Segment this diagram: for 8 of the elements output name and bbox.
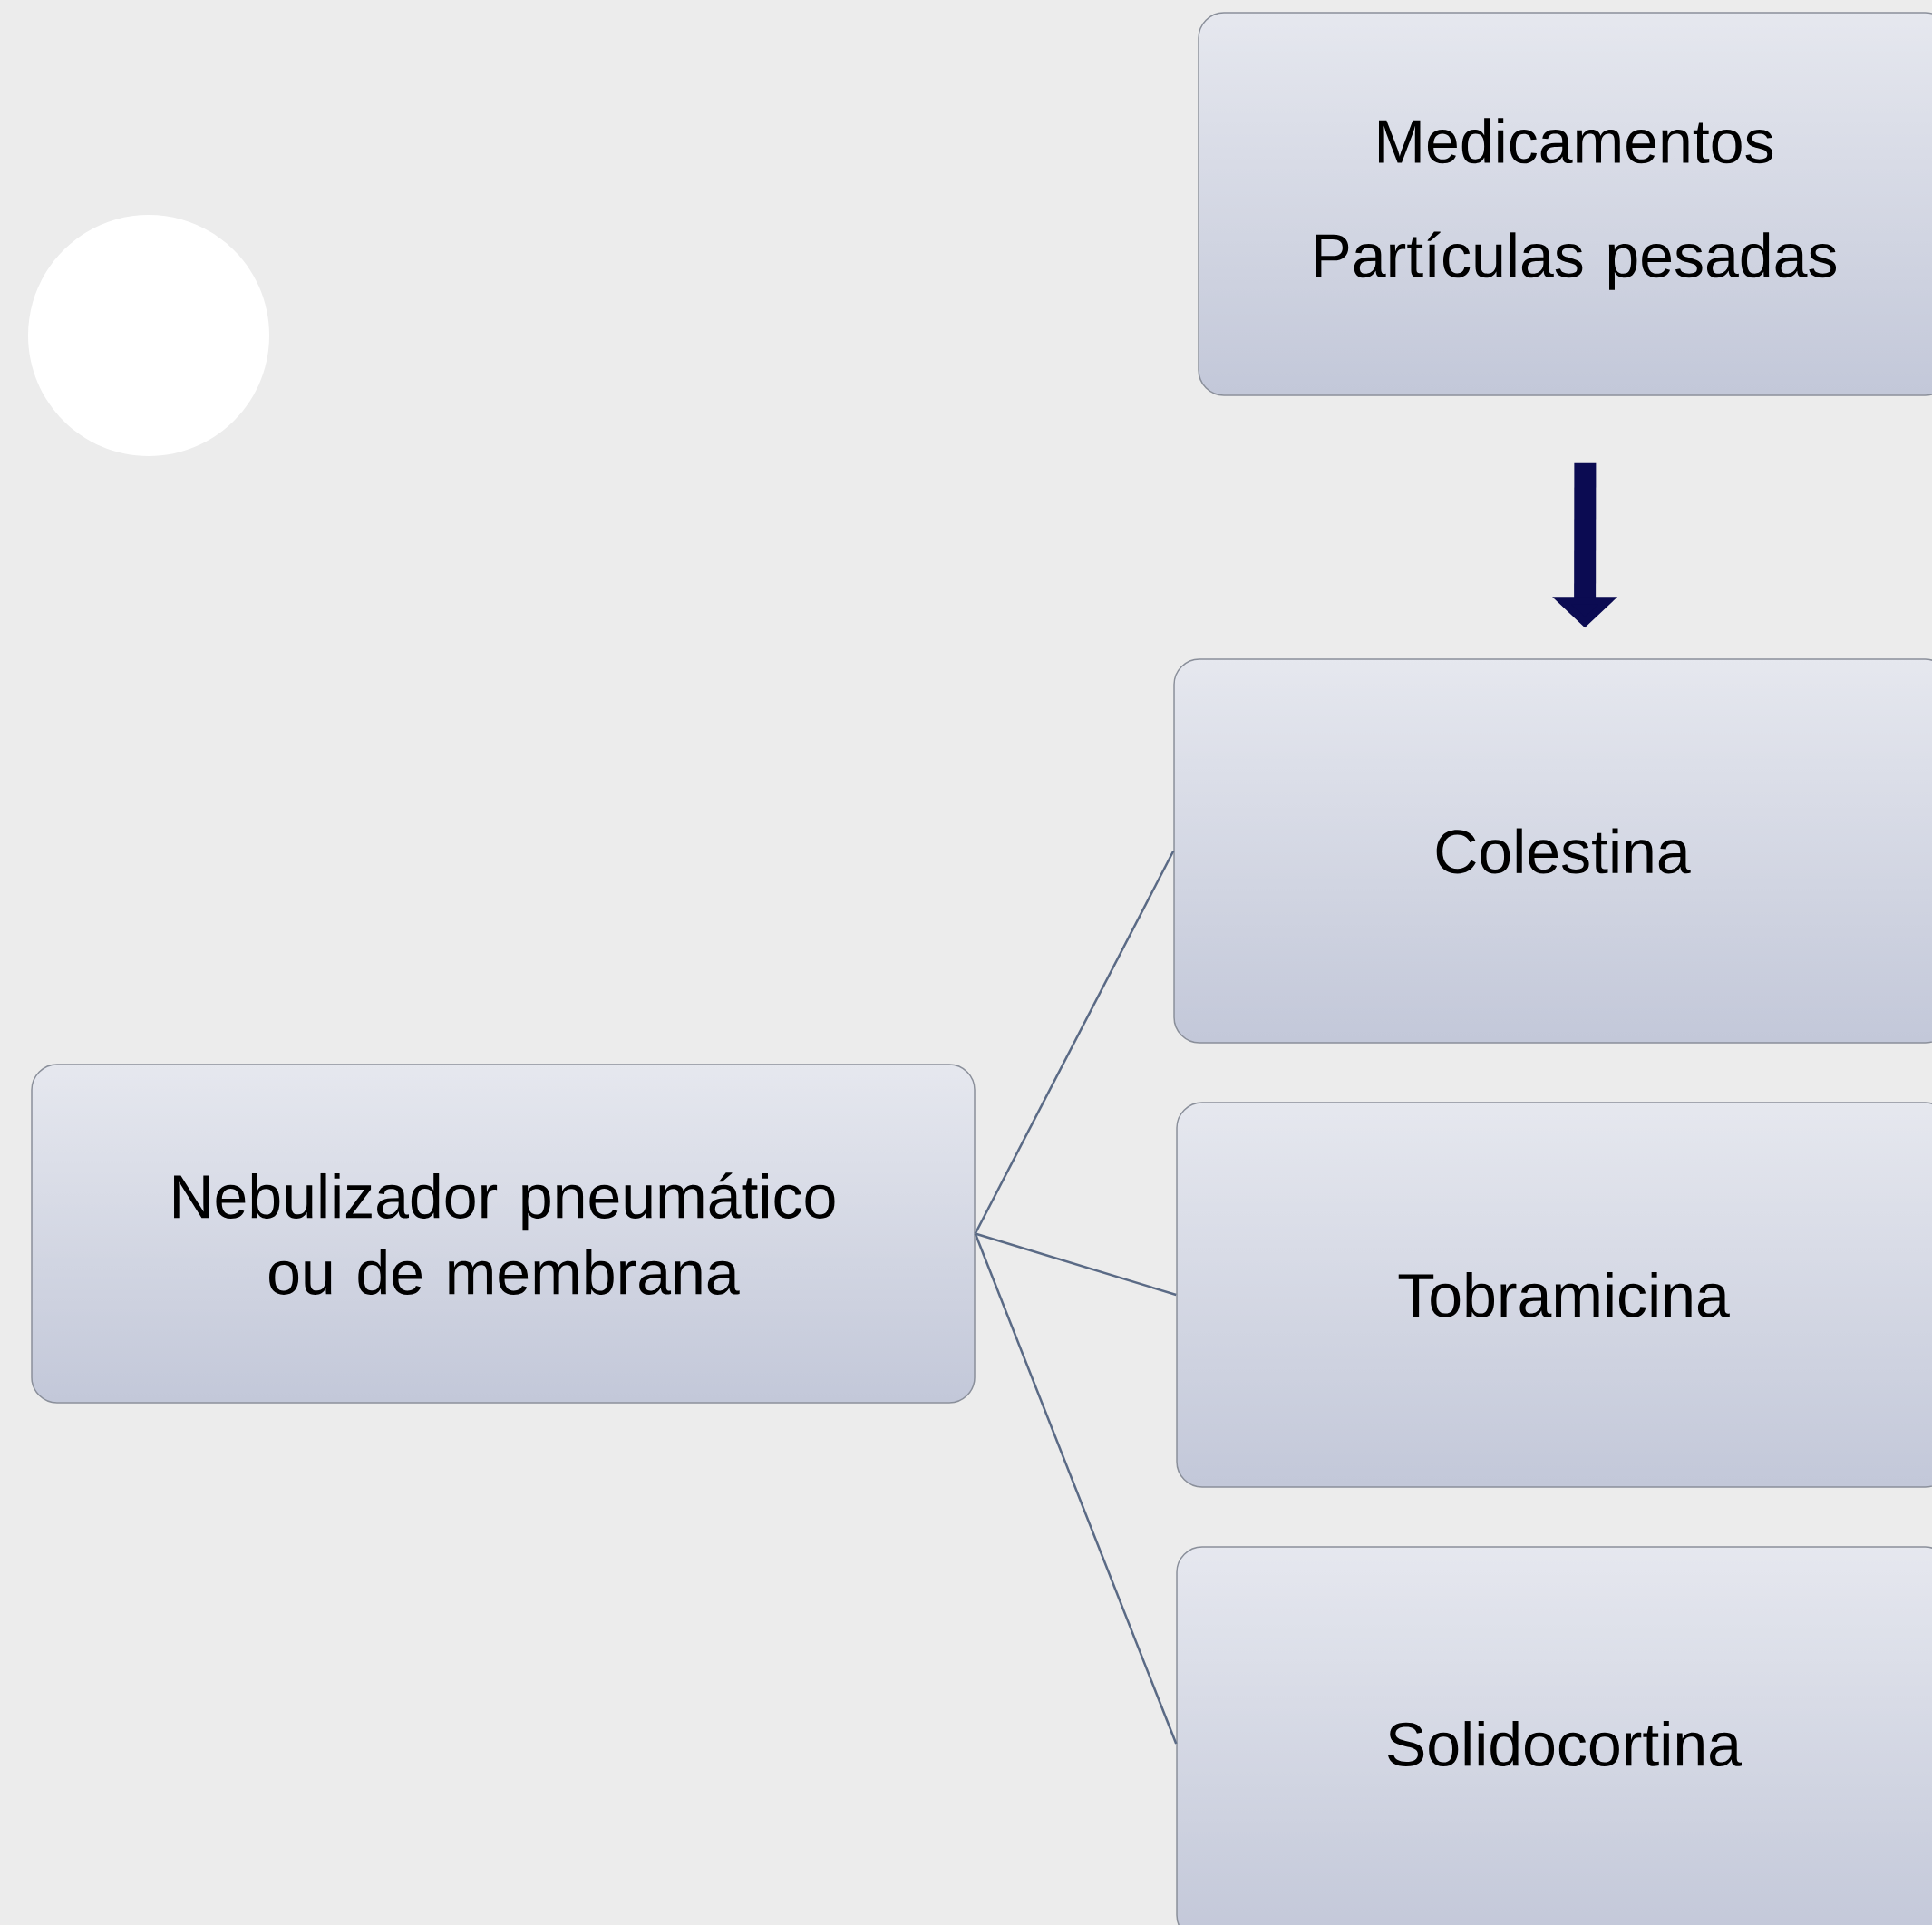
text-box: Tobramicina — [1176, 1102, 1932, 1488]
text-box: Solidocortina — [1176, 1546, 1932, 1925]
connector-line — [974, 850, 1175, 1235]
connector-line — [975, 1232, 1177, 1297]
connector-line — [974, 1233, 1178, 1745]
text-box: Medicamentos Partículas pesadas — [1198, 12, 1932, 396]
text-box: Nebulizador pneumático ou de membrana — [31, 1064, 976, 1404]
text-box: Colestina — [1173, 658, 1932, 1044]
